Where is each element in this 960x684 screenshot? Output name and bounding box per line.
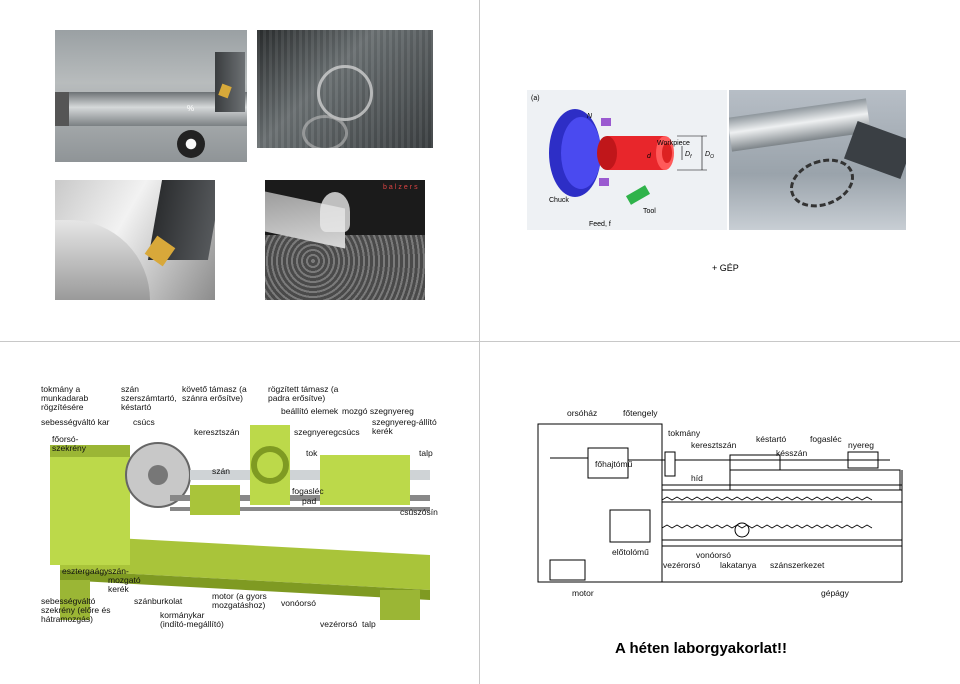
lbl-elotolomu: előtolómű xyxy=(612,547,649,557)
lbl-keresztszan: keresztszán xyxy=(194,427,240,437)
lbl-szanmozgato: szán-mozgató kerék xyxy=(108,566,141,594)
lbl-sebessegvalto-kar: sebességváltó kar xyxy=(41,417,110,427)
lbl-tok: tok xyxy=(306,448,318,458)
lbl-orsohaz: orsóház xyxy=(567,408,598,418)
lbl-sebessegvalto-szekreny: sebességváltó szekrény (előre és hátramo… xyxy=(41,596,111,624)
d-label: d xyxy=(647,153,652,160)
lbl-lakatanya: lakatanya xyxy=(720,560,757,570)
lbl-keresztszan-sch: keresztszán xyxy=(691,440,737,450)
lbl-fotengely: főtengely xyxy=(623,408,658,418)
feed-label: Feed, f xyxy=(589,221,611,228)
lbl-motor: motor (a gyors mozgatáshoz) xyxy=(212,591,267,610)
lbl-foorso: főorsó-szekrény xyxy=(52,434,87,453)
df-sub: f xyxy=(690,154,692,160)
lbl-mozgo: mozgó szegnyereg xyxy=(342,406,414,416)
dial-label: % xyxy=(187,104,195,113)
turning-photo-4-sem: balzers xyxy=(265,180,425,300)
lbl-pad: pad xyxy=(302,496,317,506)
turning-diagram-svg: (a) Workpiece Chuck Tool Feed, f N d Df … xyxy=(531,95,714,228)
lbl-kormanykar: kormánykar (indító-megállító) xyxy=(160,610,224,629)
lbl-kesszan: késszán xyxy=(776,448,808,458)
lbl-talp-top: talp xyxy=(419,448,433,458)
lbl-fohajtomu: főhajtómű xyxy=(595,459,633,469)
lbl-vonoorso-sch: vonóorsó xyxy=(696,550,731,560)
do-label: D xyxy=(705,151,710,158)
watermark: balzers xyxy=(383,184,420,191)
lbl-hid: híd xyxy=(691,473,703,483)
lbl-csuszosin: csúszósín xyxy=(400,507,438,517)
do-sub: O xyxy=(710,154,714,160)
lbl-kestarto: késtartó xyxy=(756,434,787,444)
lbl-tokmany: tokmány a munkadarab rögzítésére xyxy=(41,384,89,412)
lbl-szan: szán xyxy=(212,466,230,476)
lbl-szegnyereg-allito: szegnyereg-állító kerék xyxy=(372,417,437,436)
turning-photo-2 xyxy=(257,30,433,148)
lbl-vezerorso: vezérorsó xyxy=(320,619,358,629)
lbl-szanburkolat: szánburkolat xyxy=(134,596,183,606)
dial-icon xyxy=(177,130,205,158)
n-label: N xyxy=(587,113,593,120)
fig-label: (a) xyxy=(531,95,540,102)
svg-text:DO: DO xyxy=(705,151,714,160)
lbl-nyereg: nyereg xyxy=(848,440,874,450)
lbl-szan-szerszam: szán szerszámtartó, késtartó xyxy=(121,384,177,412)
lathe-schematic xyxy=(537,423,903,583)
lbl-vonoorso: vonóorsó xyxy=(281,598,316,608)
lbl-motor-sch: motor xyxy=(572,588,594,598)
turning-photo-1: % xyxy=(55,30,247,162)
lbl-szegnyeregcsucs: szegnyeregcsúcs xyxy=(294,427,360,437)
lbl-fogaslec: fogasléc xyxy=(810,434,842,444)
chip-photo xyxy=(729,90,906,230)
lbl-szanszerkezet: szánszerkezet xyxy=(770,560,825,570)
lbl-beallito: beállító elemek xyxy=(281,406,339,416)
lbl-gepagy: gépágy xyxy=(821,588,849,598)
lathe-illustration xyxy=(50,425,430,620)
chuck-label: Chuck xyxy=(549,197,569,204)
lbl-talp: talp xyxy=(362,619,376,629)
slide-divider-vertical xyxy=(479,0,480,684)
turning-photo-3 xyxy=(55,180,215,300)
lbl-tokmany-sch: tokmány xyxy=(668,428,701,438)
machine-caption: + GÉP xyxy=(712,263,739,273)
slide-divider-horizontal xyxy=(0,341,960,342)
lbl-rogzitett: rögzített támasz (a padra erősítve) xyxy=(268,384,339,403)
lbl-esztergaagy: esztergaágy xyxy=(62,566,109,576)
lbl-fogasleac: fogasléc xyxy=(292,486,324,496)
tool-label: Tool xyxy=(643,208,656,215)
workpiece-label: Workpiece xyxy=(657,140,690,147)
df-label: D xyxy=(685,151,690,158)
lbl-vezerorso-sch: vezérorsó xyxy=(663,560,701,570)
lbl-koveto: követő támasz (a szánra erősítve) xyxy=(182,384,247,403)
svg-text:Df: Df xyxy=(685,151,692,160)
lbl-csucs: csúcs xyxy=(133,417,155,427)
turning-diagram: (a) Workpiece Chuck Tool Feed, f N d Df … xyxy=(527,90,727,230)
lab-caption: A héten laborgyakorlat!! xyxy=(615,640,787,657)
